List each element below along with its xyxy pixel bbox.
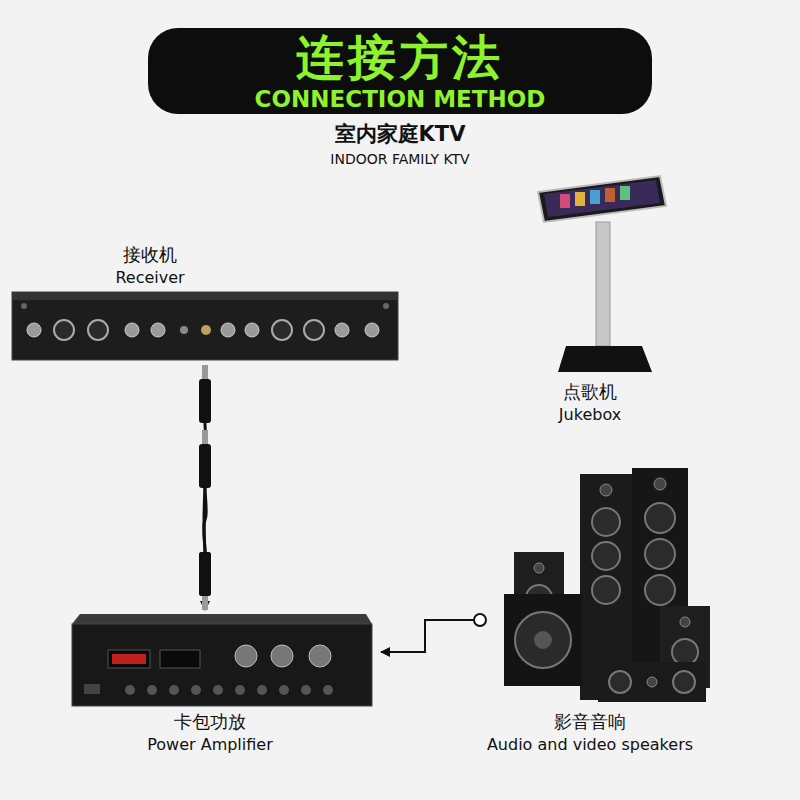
connector [381,614,486,652]
device-name: 卡包功放 [65,710,355,734]
jack-tip [202,596,208,610]
connector [199,365,211,610]
jack-handle [199,552,211,596]
device-name-en: Receiver [10,267,290,289]
device-name: 影音音响 [480,710,700,734]
device-node: 接收机Receiver [10,243,398,363]
device-name: 接收机 [10,243,290,267]
amplifier-picture [72,614,372,706]
device-node: 点歌机Jukebox [505,160,675,428]
jack-tip [202,596,208,610]
device-name-en: Audio and video speakers [480,734,700,756]
device-node: 影音音响Audio and video speakers [480,462,730,762]
device-name-en: Power Amplifier [65,734,355,756]
node-label-group: 影音音响Audio and video speakers [480,710,700,756]
line-end-dot [474,614,486,626]
signal-line [381,620,480,652]
connector [199,430,211,610]
title-text: 连接方法 [148,28,652,86]
device-name: 点歌机 [505,380,675,404]
node-label-group: 接收机Receiver [10,243,290,289]
label-text: INDOOR FAMILY KTV [100,150,700,168]
node-label-group: 点歌机Jukebox [505,380,675,426]
node-label-group: 卡包功放Power Amplifier [65,710,355,756]
jack-handle [199,444,211,488]
jack-handle [199,552,211,596]
jack-tip [202,365,208,379]
receiver-picture [12,292,398,360]
label-text: CONNECTION METHOD [100,86,700,112]
jack-tip [202,430,208,444]
jukebox-picture [538,176,666,372]
jack-handle [199,379,211,423]
device-name-en: Jukebox [505,404,675,426]
speakers-picture [504,468,710,702]
device-node: 卡包功放Power Amplifier [65,612,380,762]
label-text: 室内家庭KTV [100,120,700,148]
